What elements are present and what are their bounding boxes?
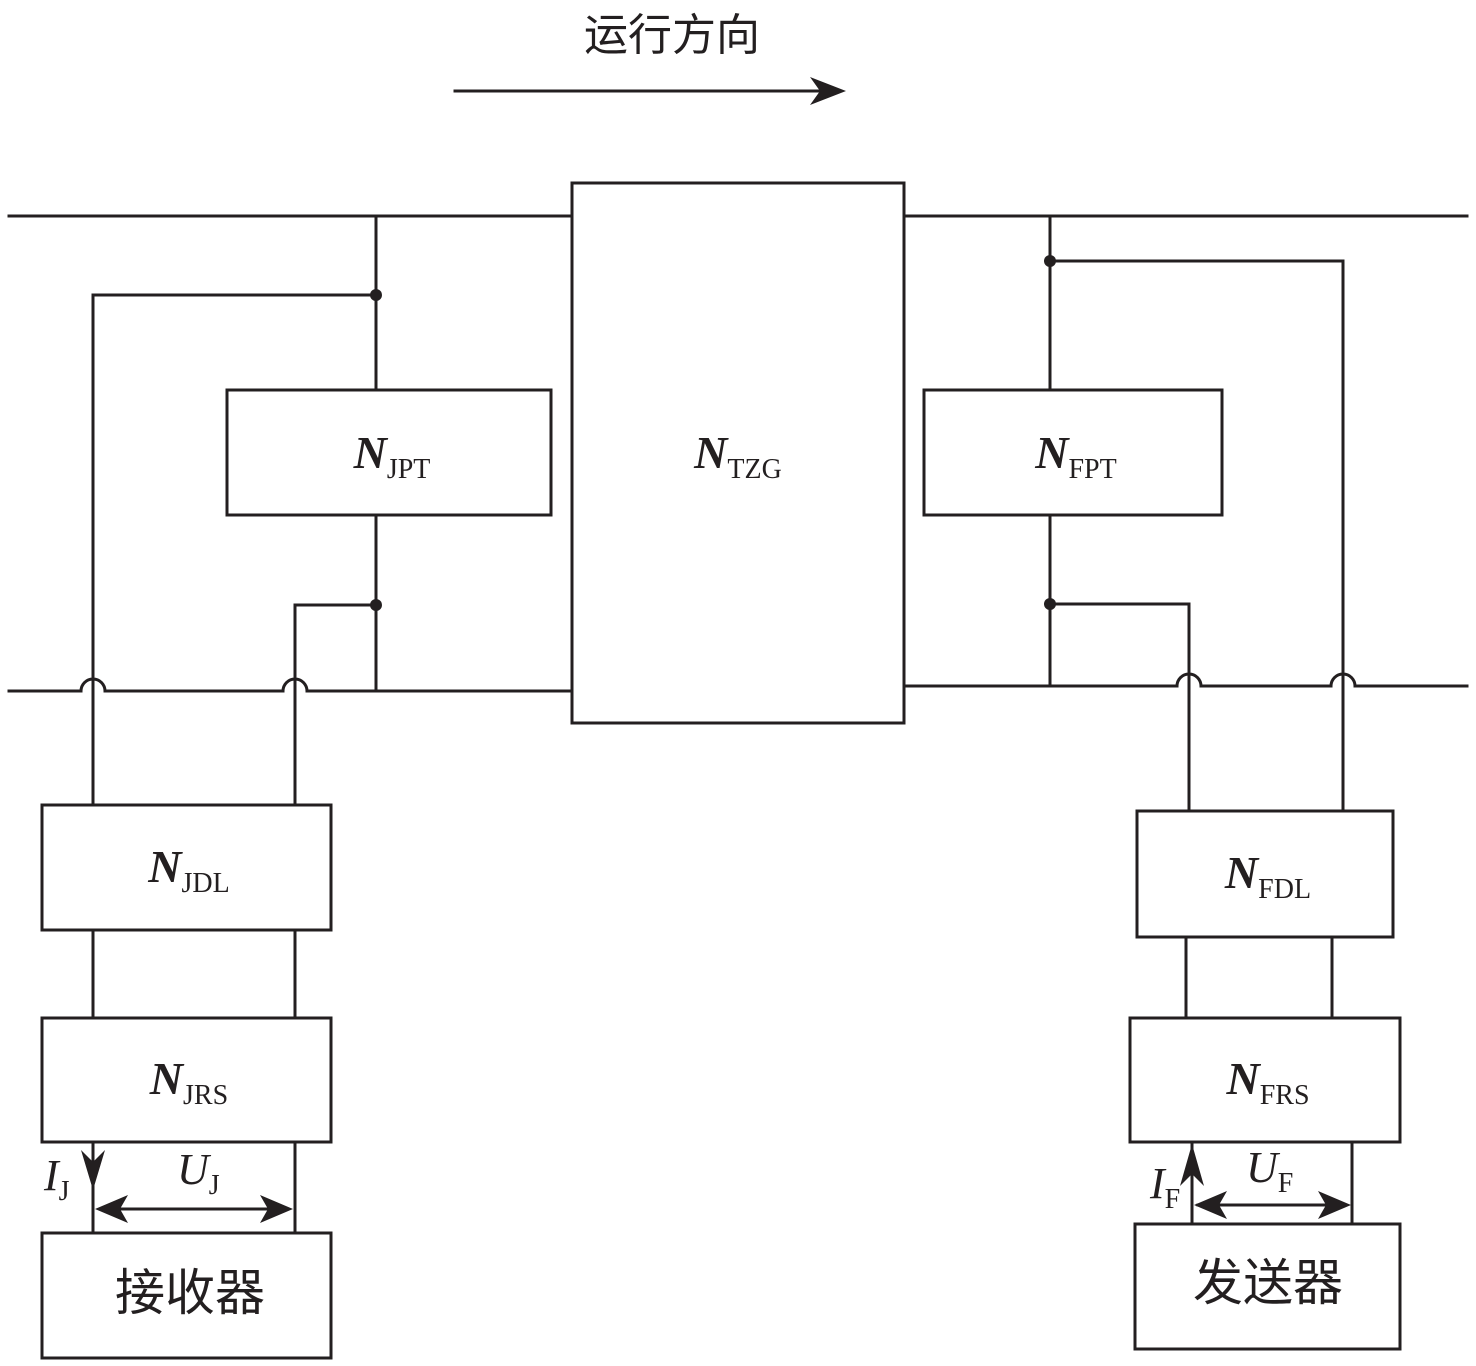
svg-text:NJRS: NJRS bbox=[149, 1053, 228, 1111]
transmitter-voltage-symbol: U bbox=[1246, 1143, 1281, 1192]
direction-label: 运行方向 bbox=[584, 10, 760, 61]
block-jpt-subscript: JPT bbox=[387, 454, 431, 485]
block-tzg-symbol: N bbox=[693, 427, 729, 478]
block-fpt: NFPT bbox=[922, 388, 1224, 517]
svg-text:UF: UF bbox=[1246, 1143, 1293, 1199]
block-frs-subscript: FRS bbox=[1260, 1080, 1310, 1111]
block-transmitter: 发送器 bbox=[1133, 1222, 1402, 1351]
bottom-rail-left bbox=[7, 677, 574, 693]
transmitter-current-symbol: I bbox=[1149, 1159, 1167, 1208]
block-fpt-subscript: FPT bbox=[1068, 454, 1116, 485]
block-frs-symbol: N bbox=[1225, 1053, 1261, 1104]
block-tzg-subscript: TZG bbox=[727, 454, 781, 485]
transmitter-voltage-subscript: F bbox=[1278, 1168, 1294, 1199]
receiver-current-arrow-icon bbox=[81, 1150, 105, 1190]
direction-arrow-icon bbox=[453, 77, 846, 105]
bottom-rail-right bbox=[902, 672, 1469, 688]
svg-text:UJ: UJ bbox=[177, 1145, 220, 1201]
block-fdl-subscript: FDL bbox=[1258, 874, 1311, 905]
receiver-current-symbol: I bbox=[43, 1151, 61, 1200]
receiver-current-subscript: J bbox=[59, 1176, 70, 1207]
svg-text:NTZG: NTZG bbox=[693, 427, 782, 485]
receiver-voltage-subscript: J bbox=[209, 1170, 220, 1201]
block-fdl: NFDL bbox=[1135, 809, 1395, 939]
block-tzg: NTZG bbox=[570, 181, 906, 725]
transmitter-side-wiring bbox=[1044, 214, 1354, 1226]
svg-text:NFPT: NFPT bbox=[1034, 427, 1116, 485]
block-jdl: NJDL bbox=[40, 803, 333, 932]
block-fdl-symbol: N bbox=[1224, 847, 1260, 898]
block-jpt: NJPT bbox=[225, 388, 553, 517]
svg-text:NFDL: NFDL bbox=[1224, 847, 1311, 905]
transmitter-label: 发送器 bbox=[1193, 1254, 1343, 1312]
svg-text:IF: IF bbox=[1149, 1159, 1180, 1215]
receiver-label: 接收器 bbox=[115, 1264, 265, 1322]
svg-text:IJ: IJ bbox=[43, 1151, 70, 1207]
junction-dot bbox=[1044, 598, 1056, 610]
svg-text:NJPT: NJPT bbox=[353, 427, 431, 485]
receiver-voltage-arrow-icon bbox=[95, 1195, 293, 1223]
block-jrs-symbol: N bbox=[149, 1053, 185, 1104]
svg-text:NJDL: NJDL bbox=[147, 841, 229, 899]
transmitter-current-subscript: F bbox=[1165, 1184, 1181, 1215]
block-jdl-symbol: N bbox=[147, 841, 183, 892]
receiver-side-wiring bbox=[91, 214, 382, 1235]
block-receiver: 接收器 bbox=[40, 1231, 333, 1360]
transmitter-voltage-arrow-icon bbox=[1194, 1191, 1351, 1219]
junction-dot bbox=[370, 289, 382, 301]
block-frs: NFRS bbox=[1128, 1016, 1402, 1144]
block-fpt-symbol: N bbox=[1034, 427, 1070, 478]
transmitter-current-arrow-icon bbox=[1180, 1144, 1204, 1186]
junction-dot bbox=[370, 599, 382, 611]
block-jrs-subscript: JRS bbox=[183, 1080, 228, 1111]
svg-text:NFRS: NFRS bbox=[1225, 1053, 1309, 1111]
block-jdl-subscript: JDL bbox=[182, 868, 230, 899]
block-jpt-symbol: N bbox=[353, 427, 389, 478]
block-jrs: NJRS bbox=[40, 1016, 333, 1144]
junction-dot bbox=[1044, 255, 1056, 267]
receiver-voltage-symbol: U bbox=[177, 1145, 212, 1194]
